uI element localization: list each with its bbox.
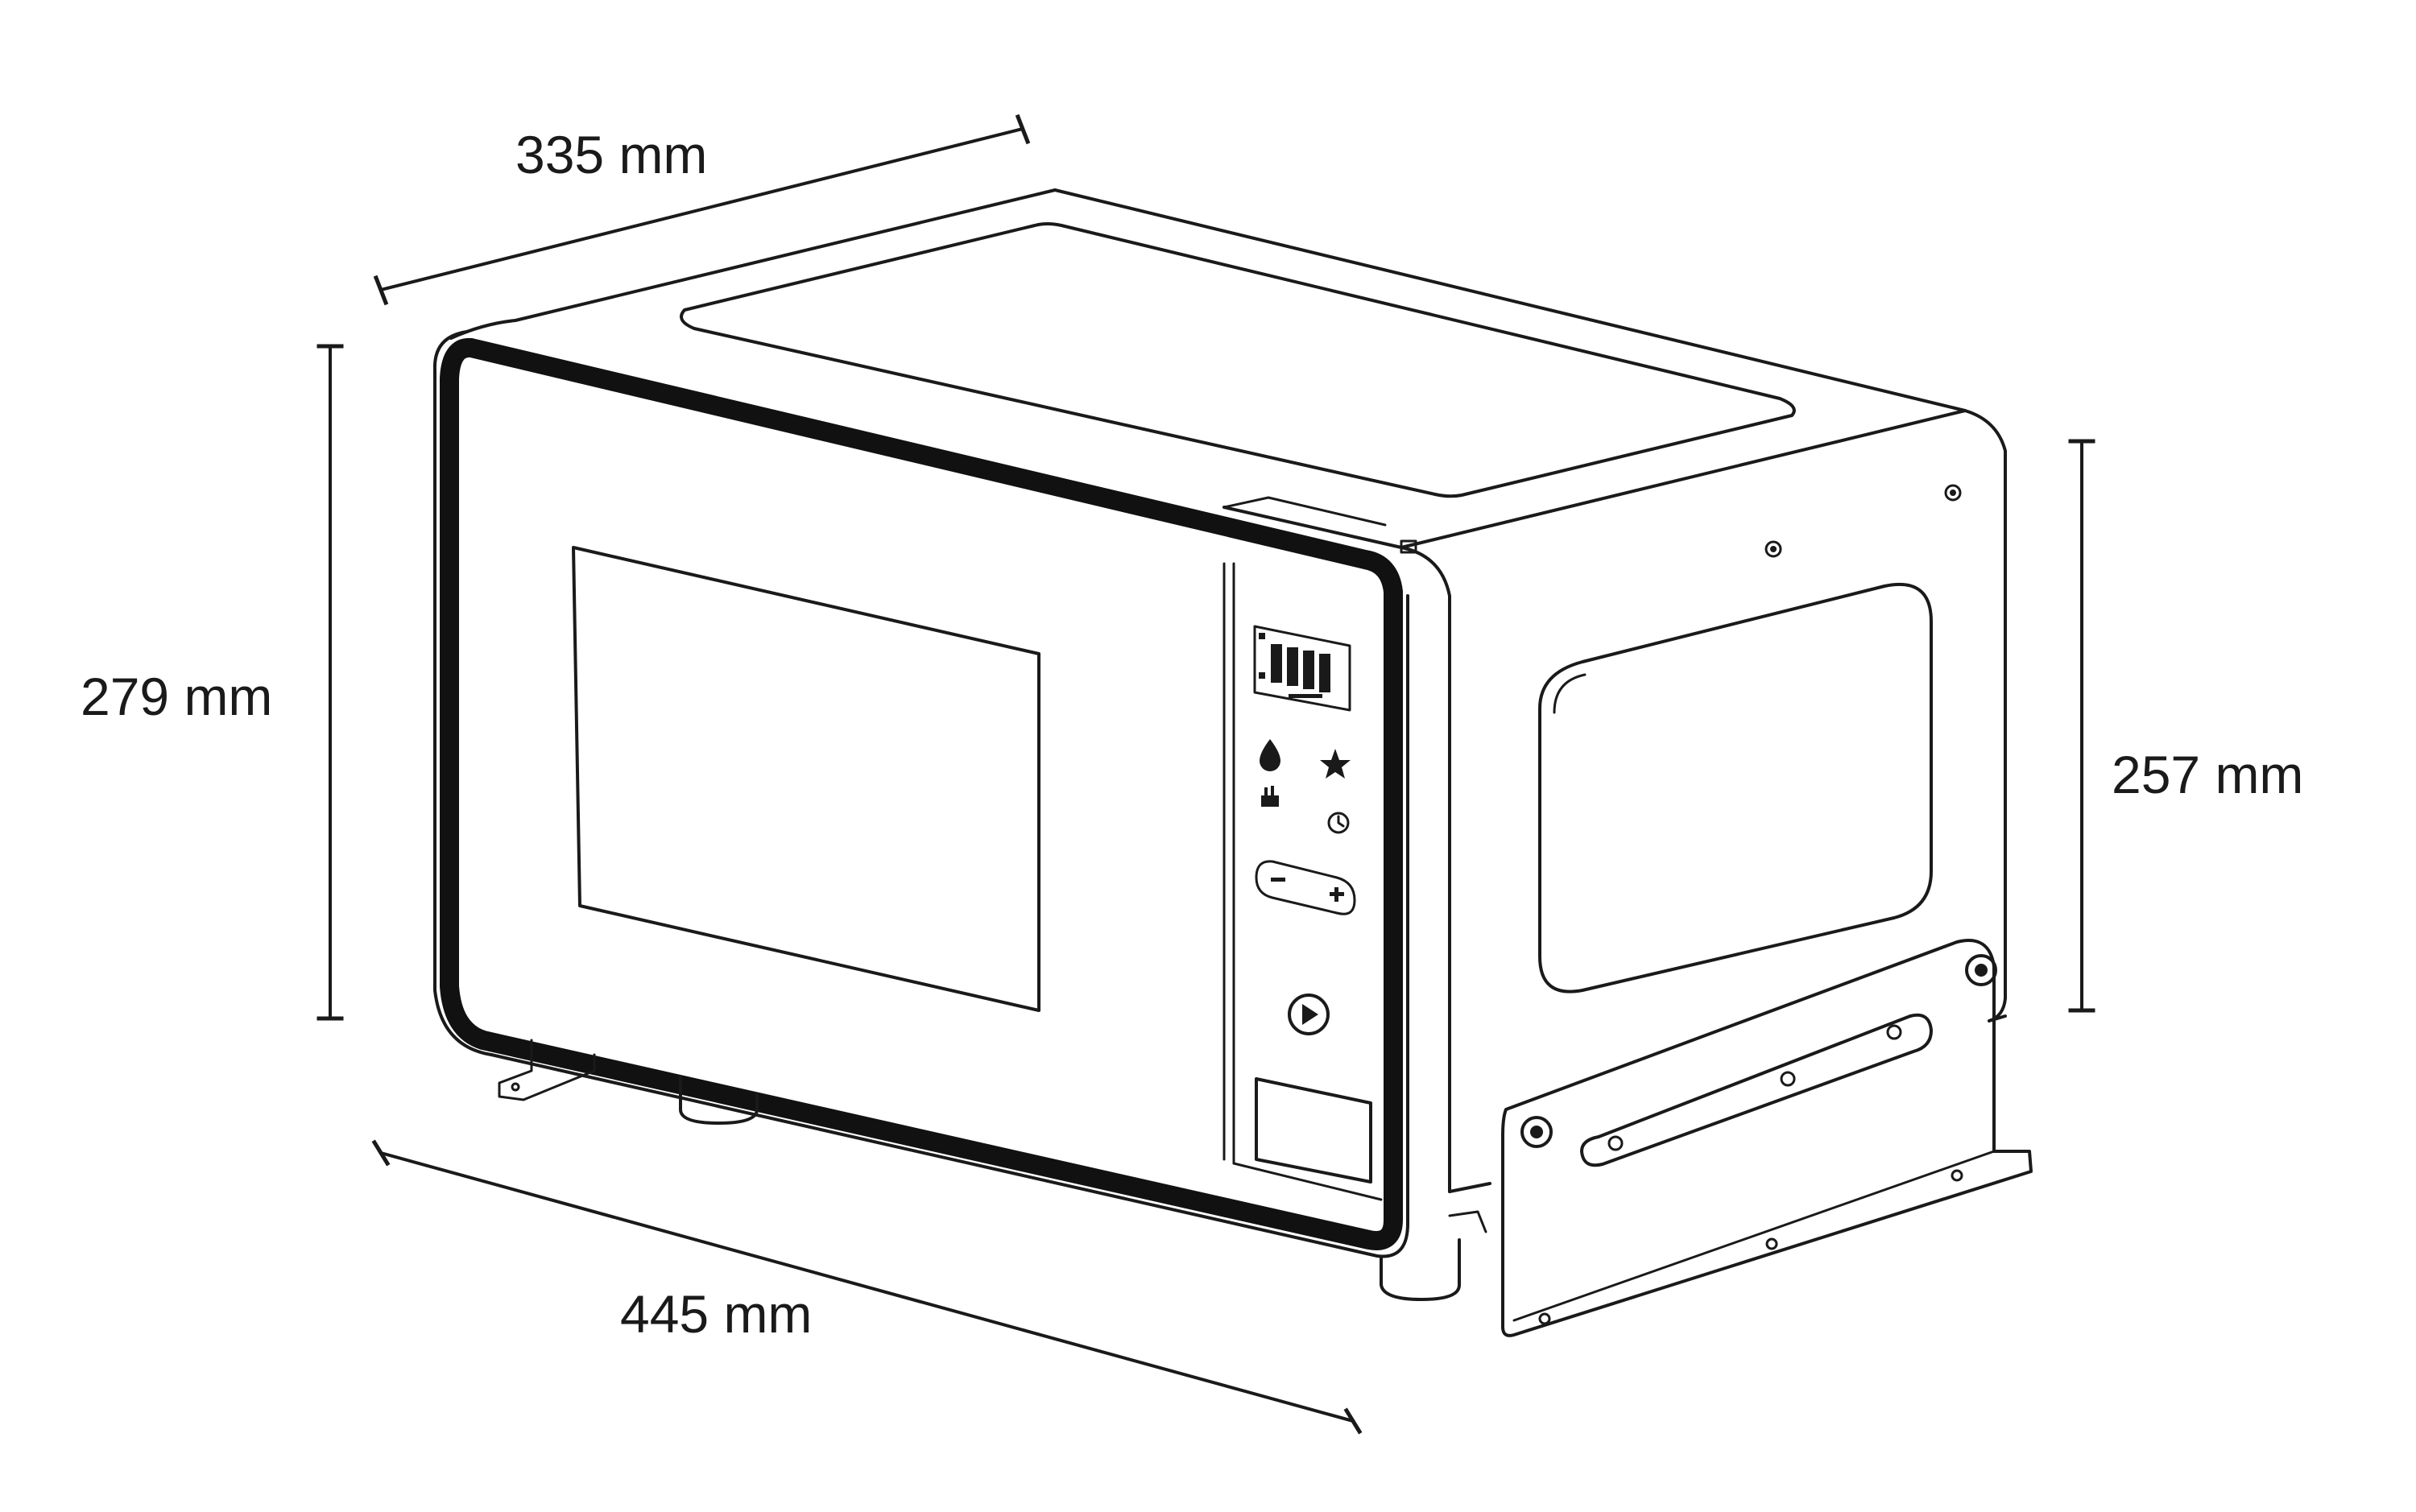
steam-icon xyxy=(1261,795,1279,807)
screw xyxy=(1944,484,1962,502)
display-digit xyxy=(1271,644,1282,683)
dimension-width-label: 445 mm xyxy=(620,1284,812,1344)
screw xyxy=(1764,540,1782,558)
water-drop-icon xyxy=(1260,739,1280,771)
star-icon xyxy=(1320,749,1351,779)
dimension-height-label: 279 mm xyxy=(81,667,272,726)
top-panel-recess xyxy=(680,222,1796,498)
mounting-bracket xyxy=(1501,939,2033,1337)
display-digit xyxy=(1319,654,1330,692)
control-panel xyxy=(1222,562,1383,1201)
side-panel xyxy=(1538,484,1962,994)
microwave-body xyxy=(449,188,2007,1193)
water-drop-button[interactable] xyxy=(1260,739,1280,771)
clock-button[interactable] xyxy=(1327,812,1350,834)
dimension-width: 445 mm xyxy=(371,1139,1363,1435)
digital-display xyxy=(1253,625,1351,712)
bracket-screw xyxy=(1520,1116,1553,1148)
clock-icon xyxy=(1327,812,1350,834)
bracket-slot xyxy=(1580,1013,1933,1167)
dimension-depth-label: 335 mm xyxy=(515,125,707,184)
display-digit xyxy=(1303,651,1314,689)
door-frame xyxy=(432,330,1409,1258)
door-window xyxy=(572,546,1040,1012)
minus-icon xyxy=(1271,878,1285,882)
steam-button[interactable] xyxy=(1261,786,1279,807)
side-window xyxy=(1538,582,1933,994)
plus-minus-rocker[interactable] xyxy=(1255,860,1356,915)
start-button[interactable] xyxy=(1288,994,1330,1035)
bracket-screw xyxy=(1965,954,1997,986)
door-open-button[interactable] xyxy=(1255,1077,1372,1184)
display-digit xyxy=(1287,647,1298,686)
dimension-depth: 335 mm xyxy=(373,114,1031,306)
dimension-height-rear-label: 257 mm xyxy=(2112,745,2303,804)
dimension-height-rear: 257 mm xyxy=(2068,439,2303,1013)
favorite-star-button[interactable] xyxy=(1320,749,1351,779)
dimension-height: 279 mm xyxy=(81,344,344,1021)
feet xyxy=(498,1039,1487,1301)
play-icon xyxy=(1302,1004,1318,1025)
